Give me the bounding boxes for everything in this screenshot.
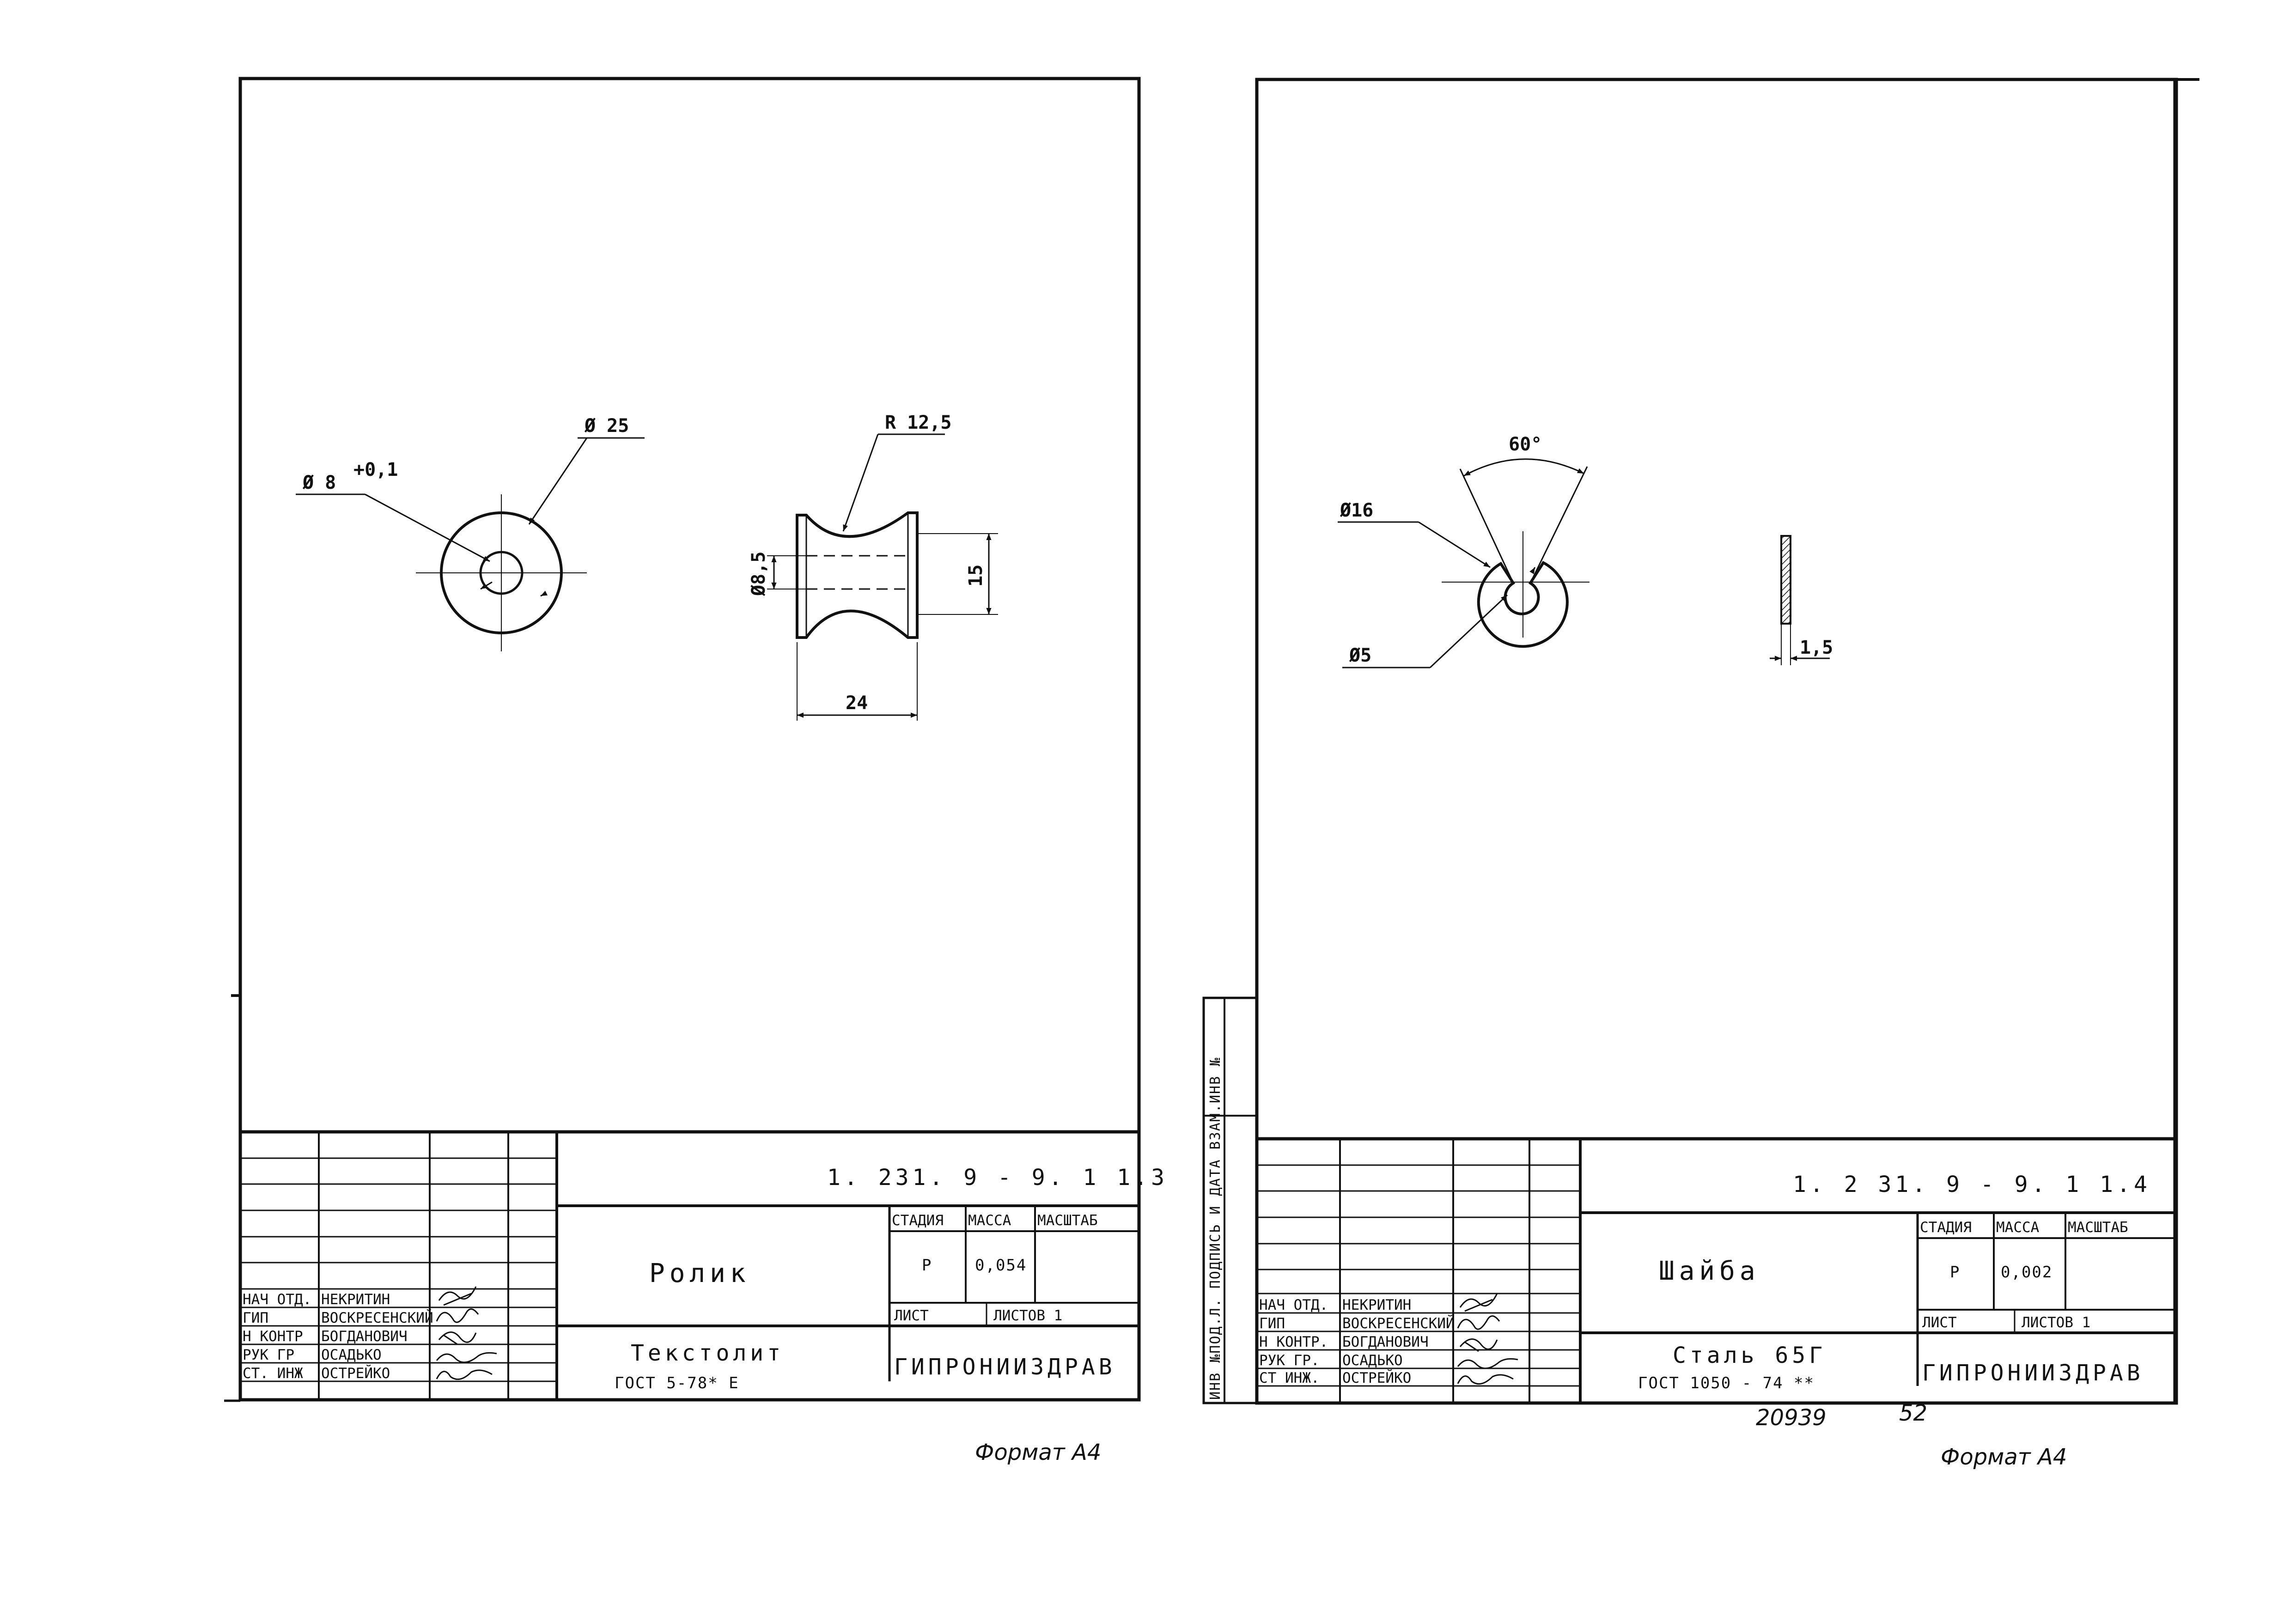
- sheet-1-sheet-label: ЛИСТ: [894, 1307, 929, 1324]
- sheet-2-mass: 0,002: [2001, 1263, 2052, 1282]
- sheet-1-title-block: [240, 1130, 1139, 1400]
- sheet-1-header-scale: МАСШТАБ: [1037, 1212, 1098, 1229]
- sheet-1-name-3: БОГДАНОВИЧ: [321, 1328, 408, 1345]
- sheet-1-role-4: РУК ГР: [243, 1347, 294, 1363]
- sheet-2-role-3: Н КОНТР.: [1259, 1334, 1328, 1350]
- sheet-2-texts: 1. 2 31. 9 - 9. 1 1.4 Шайба Сталь 65Г ГО…: [1207, 434, 2151, 1470]
- sheet-1-radius-dim: R 12,5: [885, 412, 952, 433]
- sheet-2-sheet-label: ЛИСТ: [1922, 1314, 1957, 1331]
- sheet-1-doc-code: 1. 231. 9 - 9. 1 1.3: [827, 1165, 1168, 1191]
- washer-front-view: [1338, 458, 1590, 668]
- sheet-2-role-5: СТ ИНЖ.: [1259, 1370, 1320, 1386]
- sheet-1-stage: Р: [922, 1256, 932, 1275]
- sheet-1-part-name: Ролик: [649, 1258, 750, 1288]
- sheet-2-angle-dim: 60°: [1509, 434, 1542, 455]
- sheet-2-stage: Р: [1950, 1263, 1960, 1282]
- sheet-2-sheets-count: ЛИСТОВ 1: [2022, 1314, 2090, 1331]
- sheet-2-header-mass: МАССА: [1996, 1219, 2040, 1236]
- sheet-2-part-name: Шайба: [1659, 1256, 1760, 1286]
- sheet-2-title-block: [1257, 1137, 2176, 1403]
- sheet-2: [1202, 78, 2199, 1405]
- sheet-2-name-2: ВОСКРЕСЕНСКИЙ: [1342, 1315, 1455, 1332]
- sheet-2-names: НЕКРИТИН ВОСКРЕСЕНСКИЙ БОГДАНОВИЧ ОСАДЬК…: [1342, 1297, 1455, 1386]
- washer-side-view: [1770, 535, 1830, 665]
- sheet-1-width-dim: 24: [846, 693, 868, 714]
- sheet-1-name-4: ОСАДЬКО: [321, 1347, 382, 1363]
- sheet-1-neck-dim: Ø8,5: [748, 552, 769, 596]
- sheet-1-name-1: НЕКРИТИН: [321, 1291, 390, 1308]
- sheet-2-name-4: ОСАДЬКО: [1342, 1352, 1403, 1369]
- sheet-2-name-3: БОГДАНОВИЧ: [1342, 1334, 1429, 1350]
- sheet-1-texts: 1. 231. 9 - 9. 1 1.3 Ролик Текстолит ГОС…: [243, 412, 1168, 1465]
- sheet-1-name-2: ВОСКРЕСЕНСКИЙ: [321, 1310, 433, 1326]
- sheet-2-page-number: 52: [1899, 1400, 1927, 1426]
- roller-front-view: [296, 437, 645, 651]
- sheet-2-side-strip: [1202, 996, 1258, 1404]
- sheet-1-role-2: ГИП: [243, 1310, 268, 1326]
- sheet-2-roles: НАЧ ОТД. ГИП Н КОНТР. РУК ГР. СТ ИНЖ.: [1259, 1297, 1328, 1386]
- sheet-1-format: Формат А4: [975, 1440, 1101, 1465]
- sheet-2-hole-dim: Ø5: [1349, 645, 1371, 666]
- sheet-1-material: Текстолит: [631, 1340, 784, 1366]
- sheet-1-role-3: Н КОНТР: [243, 1328, 303, 1345]
- sheet-2-organization: ГИПРОНИИЗДРАВ: [1922, 1360, 2144, 1386]
- sheet-1-hole-tolerance: +0,1: [353, 459, 398, 480]
- sheet-2-frame: [1255, 78, 2178, 1405]
- roller-side-view: [767, 433, 998, 721]
- sheet-1-signatures: [436, 1286, 497, 1380]
- sheet-2-outer-dim: Ø16: [1340, 500, 1373, 521]
- sheet-2-role-4: РУК ГР.: [1259, 1352, 1320, 1369]
- sheet-2-material-standard: ГОСТ 1050 - 74 **: [1638, 1374, 1815, 1392]
- sheet-2-role-1: НАЧ ОТД.: [1259, 1297, 1328, 1313]
- sheet-2-material: Сталь 65Г: [1673, 1343, 1826, 1368]
- sheet-1-height-dim: 15: [965, 565, 987, 587]
- sheet-2-format: Формат А4: [1941, 1444, 2067, 1470]
- sheet-1: [224, 77, 1141, 1402]
- sheet-2-signatures: [1457, 1293, 1518, 1385]
- sheet-2-header-stage: СТАДИЯ: [1920, 1219, 1972, 1236]
- sheet-2-header-scale: МАСШТАБ: [2068, 1219, 2128, 1236]
- sheet-2-archive-number: 20939: [1756, 1405, 1827, 1431]
- sheet-1-hole-dim: Ø 8: [302, 472, 336, 493]
- sheet-1-material-standard: ГОСТ 5-78* Е: [615, 1374, 739, 1392]
- sheet-2-side-label: ИНВ №ПОД.Л. ПОДПИСЬ И ДАТА ВЗАМ.ИНВ №: [1207, 1057, 1224, 1400]
- sheet-1-frame: [238, 77, 1141, 1402]
- sheet-1-name-5: ОСТРЕЙКО: [321, 1365, 390, 1382]
- sheet-2-doc-code: 1. 2 31. 9 - 9. 1 1.4: [1793, 1172, 2151, 1197]
- sheet-1-names: НЕКРИТИН ВОСКРЕСЕНСКИЙ БОГДАНОВИЧ ОСАДЬК…: [321, 1291, 433, 1382]
- sheet-2-role-2: ГИП: [1259, 1315, 1285, 1332]
- sheet-1-outer-dim: Ø 25: [584, 415, 629, 437]
- sheet-1-role-1: НАЧ ОТД.: [243, 1291, 311, 1308]
- sheet-2-name-1: НЕКРИТИН: [1342, 1297, 1411, 1313]
- sheet-1-mass: 0,054: [975, 1256, 1027, 1275]
- sheet-1-header-stage: СТАДИЯ: [892, 1212, 944, 1229]
- sheet-2-thickness-dim: 1,5: [1800, 637, 1833, 658]
- sheet-1-role-5: СТ. ИНЖ: [243, 1365, 303, 1382]
- sheet-1-roles: НАЧ ОТД. ГИП Н КОНТР РУК ГР СТ. ИНЖ: [243, 1291, 311, 1382]
- sheet-1-sheets-count: ЛИСТОВ 1: [993, 1307, 1062, 1324]
- sheet-1-header-mass: МАССА: [968, 1212, 1011, 1229]
- sheet-1-organization: ГИПРОНИИЗДРАВ: [894, 1354, 1116, 1380]
- sheet-2-name-5: ОСТРЕЙКО: [1342, 1370, 1411, 1386]
